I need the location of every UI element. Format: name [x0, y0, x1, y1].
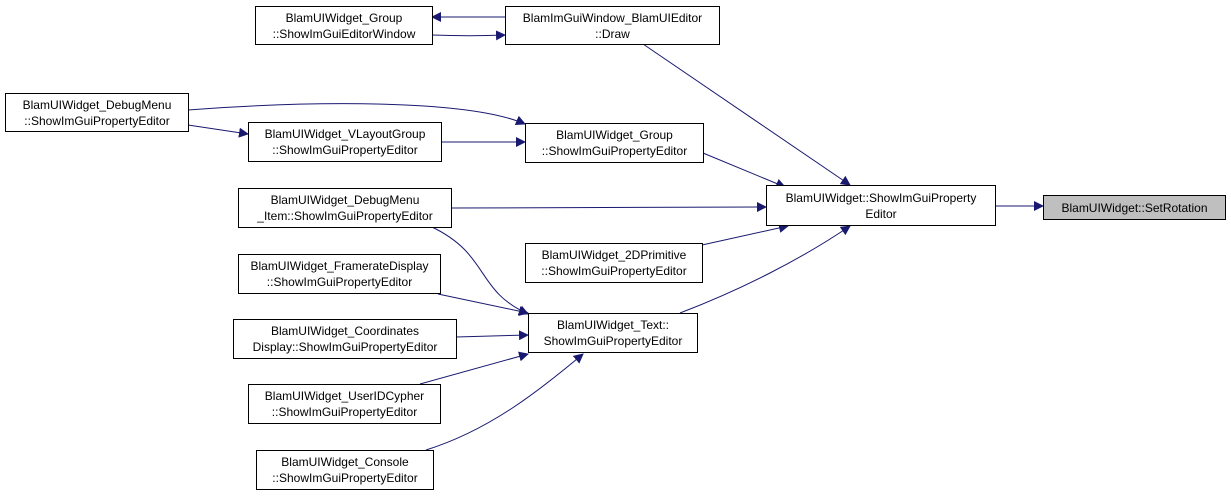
- edge-useridcypher-to-text: [419, 351, 529, 385]
- node-group-window-line-1: BlamUIWidget_Group: [285, 10, 403, 25]
- node-primitive-show-line-1: BlamUIWidget_2DPrimitive: [541, 248, 687, 262]
- node-text-show-line-2: ShowImGuiPropertyEditor: [543, 334, 683, 348]
- edge-window-draw-to-widget-show: [642, 43, 851, 186]
- node-group-window-line-2: ::ShowImGuiEditorWindow: [272, 26, 416, 41]
- node-debugmenu-show-line-2: ::ShowImGuiPropertyEditor: [24, 113, 170, 128]
- edge-debugmenu-to-group-show: [187, 103, 526, 125]
- edge-coords-to-text: [455, 330, 529, 341]
- edge-debugmenu-to-vlayout: [187, 124, 249, 138]
- node-widget-show-line-1: BlamUIWidget::ShowImGuiProperty: [785, 190, 977, 205]
- graph-edges: [187, 12, 1044, 451]
- node-debugmenu-item-show[interactable]: BlamUIWidget_DebugMenu _Item::ShowImGuiP…: [238, 188, 452, 228]
- node-useridcypher-show-line-2: ::ShowImGuiPropertyEditor: [271, 405, 418, 419]
- node-useridcypher-show-line-1: BlamUIWidget_UserIDCypher: [264, 389, 425, 403]
- node-vlayout-show-line-2: ::ShowImGuiPropertyEditor: [272, 143, 418, 157]
- node-window-draw-line-1: BlamImGuiWindow_BlamUIEditor: [522, 10, 703, 25]
- node-useridcypher-show[interactable]: BlamUIWidget_UserIDCypher ::ShowImGuiPro…: [248, 384, 441, 424]
- edge-debugmenu-item-to-widget-show: [451, 202, 767, 213]
- node-console-show[interactable]: BlamUIWidget_Console ::ShowImGuiProperty…: [256, 450, 434, 490]
- node-console-show-line-2: ::ShowImGuiPropertyEditor: [272, 471, 418, 485]
- node-framerate-show-line-1: BlamUIWidget_FramerateDisplay: [250, 259, 429, 273]
- node-set-rotation-line-1: BlamUIWidget::SetRotation: [1061, 200, 1208, 215]
- node-group-window[interactable]: BlamUIWidget_Group ::ShowImGuiEditorWind…: [255, 6, 433, 45]
- node-coords-show[interactable]: BlamUIWidget_Coordinates Display::ShowIm…: [233, 319, 457, 359]
- node-widget-show[interactable]: BlamUIWidget::ShowImGuiProperty Editor: [766, 185, 996, 226]
- edge-debugmenu-item-to-text: [431, 226, 529, 315]
- node-text-show-line-1: BlamUIWidget_Text::: [556, 318, 670, 332]
- node-primitive-show[interactable]: BlamUIWidget_2DPrimitive ::ShowImGuiProp…: [525, 243, 703, 283]
- node-debugmenu-show-line-1: BlamUIWidget_DebugMenu: [22, 97, 172, 112]
- node-coords-show-line-2: Display::ShowImGuiPropertyEditor: [252, 340, 438, 354]
- node-debugmenu-item-show-line-2: _Item::ShowImGuiPropertyEditor: [257, 209, 433, 223]
- node-coords-show-line-1: BlamUIWidget_Coordinates: [270, 324, 420, 338]
- node-debugmenu-item-show-line-1: BlamUIWidget_DebugMenu: [270, 193, 420, 207]
- node-console-show-line-1: BlamUIWidget_Console: [281, 455, 409, 469]
- node-debugmenu-show[interactable]: BlamUIWidget_DebugMenu ::ShowImGuiProper…: [5, 93, 189, 132]
- node-window-draw-line-2: ::Draw: [595, 26, 630, 41]
- edge-group-show-to-widget-show: [702, 152, 786, 189]
- edge-group-window-to-window-draw: [431, 30, 506, 41]
- node-vlayout-show[interactable]: BlamUIWidget_VLayoutGroup ::ShowImGuiPro…: [248, 122, 442, 162]
- node-framerate-show-line-2: ::ShowImGuiPropertyEditor: [266, 275, 413, 289]
- node-group-show-line-2: ::ShowImGuiPropertyEditor: [541, 144, 688, 158]
- edge-primitive-to-widget-show: [701, 223, 789, 246]
- node-set-rotation: BlamUIWidget::SetRotation: [1043, 195, 1226, 220]
- node-group-show-line-1: BlamUIWidget_Group: [556, 128, 673, 142]
- node-text-show[interactable]: BlamUIWidget_Text:: ShowImGuiPropertyEdi…: [528, 313, 698, 353]
- edge-text-to-widget-show: [679, 225, 851, 314]
- edge-console-to-text: [425, 353, 584, 451]
- node-vlayout-show-line-1: BlamUIWidget_VLayoutGroup: [264, 127, 426, 141]
- edge-framerate-to-text: [437, 293, 529, 317]
- node-group-show[interactable]: BlamUIWidget_Group ::ShowImGuiPropertyEd…: [525, 123, 704, 163]
- node-framerate-show[interactable]: BlamUIWidget_FramerateDisplay ::ShowImGu…: [238, 254, 441, 294]
- node-window-draw[interactable]: BlamImGuiWindow_BlamUIEditor ::Draw: [505, 6, 720, 45]
- node-widget-show-line-2: Editor: [865, 206, 897, 221]
- node-primitive-show-line-2: ::ShowImGuiPropertyEditor: [541, 264, 687, 278]
